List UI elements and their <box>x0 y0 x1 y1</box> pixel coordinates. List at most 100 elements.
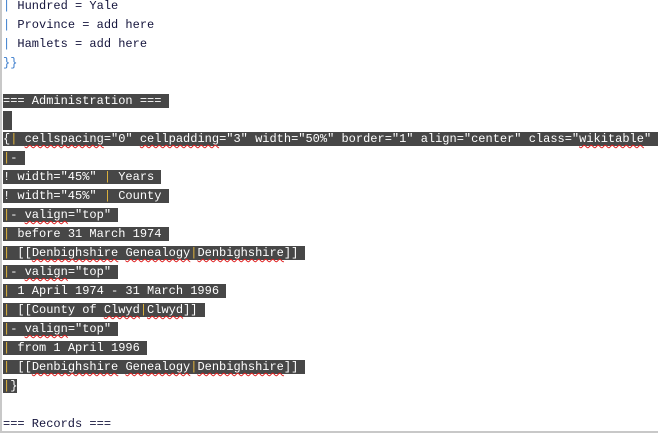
misspelled-word: Clwyd <box>147 303 184 317</box>
text-segment: ! width="45%" <box>3 170 104 184</box>
misspelled-word: valign <box>24 265 68 279</box>
selected-text-line[interactable]: === Administration === <box>3 92 658 111</box>
text-segment: ]] <box>283 246 306 260</box>
text-segment: Province = add here <box>10 18 155 32</box>
misspelled-word: Denbighshire <box>31 360 119 374</box>
selection-highlight <box>3 111 12 130</box>
selected-text-line[interactable]: | 1 April 1974 - 31 March 1996 <box>3 282 658 301</box>
text-segment: ="3" width="50%" border="1" align="cente… <box>219 132 580 146</box>
wiki-pipe-token: | <box>3 227 11 241</box>
text-line[interactable]: | Hundred = Yale <box>3 0 658 16</box>
text-segment: Hundred = Yale <box>10 0 119 13</box>
selected-text-line[interactable]: | [[Denbighshire Genealogy|Denbighshire]… <box>3 244 658 263</box>
text-line[interactable] <box>3 73 658 92</box>
text-segment: ]] <box>183 303 205 317</box>
text-segment: County <box>111 189 169 203</box>
text-segment: ="top" <box>67 265 119 279</box>
wiki-pipe-token: | <box>3 37 11 51</box>
wiki-pipe-token: | <box>190 246 198 260</box>
wiki-pipe-token: | <box>3 284 11 298</box>
selected-text-line[interactable]: |- valign="top" <box>3 263 658 282</box>
misspelled-word: cellpadding <box>139 132 220 146</box>
wiki-pipe-token: | <box>139 303 148 317</box>
misspelled-word: Clwyd <box>103 303 140 317</box>
selected-text-line[interactable]: |- valign="top" <box>3 206 658 225</box>
text-segment <box>17 132 24 146</box>
wiki-pipe-token: | <box>103 189 112 203</box>
text-line[interactable]: }} <box>3 54 658 73</box>
selection-highlight: |- valign="top" <box>3 322 119 336</box>
wiki-pipe-token: | <box>3 0 11 13</box>
selection-highlight: |} <box>3 379 18 393</box>
text-segment: - <box>10 322 25 336</box>
wiki-pipe-token: | <box>3 322 11 336</box>
text-segment: before 31 March 1974 <box>10 227 169 241</box>
text-segment: Hamlets = add here <box>10 37 148 51</box>
selected-text-line[interactable]: |- valign="top" <box>3 320 658 339</box>
text-line[interactable]: === Records === <box>3 415 658 431</box>
selection-highlight: {| cellspacing="0" cellpadding="3" width… <box>3 132 658 146</box>
line-content: | Hamlets = add here <box>3 37 147 51</box>
text-segment: from 1 April 1996 <box>10 341 148 355</box>
misspelled-word: Genealogy <box>125 360 191 374</box>
wiki-pipe-token: | <box>3 18 11 32</box>
misspelled-word: Genealogy <box>125 246 191 260</box>
text-segment: ="top" <box>67 322 119 336</box>
text-segment: Years <box>111 170 162 184</box>
text-segment: [[County of <box>10 303 104 317</box>
selection-highlight: ! width="45%" | County <box>3 189 169 203</box>
text-segment: " <box>643 132 658 146</box>
selection-highlight: | from 1 April 1996 <box>3 341 148 355</box>
text-segment: ]] <box>283 360 306 374</box>
text-segment: ="top" <box>67 208 119 222</box>
text-segment: - <box>10 208 25 222</box>
selection-highlight: |- <box>3 151 25 165</box>
selection-highlight: |- valign="top" <box>3 265 119 279</box>
selection-highlight: | 1 April 1974 - 31 March 1996 <box>3 284 227 298</box>
wiki-pipe-token: | <box>10 132 18 146</box>
selected-text-line[interactable]: ! width="45%" | County <box>3 187 658 206</box>
selected-text-line[interactable]: | [[County of Clwyd|Clwyd]] <box>3 301 658 320</box>
selected-text-line[interactable]: |- <box>3 149 658 168</box>
selection-highlight: | [[Denbighshire Genealogy|Denbighshire]… <box>3 246 306 260</box>
misspelled-word: Denbighshire <box>31 246 119 260</box>
text-line[interactable]: | Province = add here <box>3 16 658 35</box>
text-segment: 1 April 1974 - 31 March 1996 <box>10 284 227 298</box>
selection-highlight: | before 31 March 1974 <box>3 227 169 241</box>
text-segment: === Records === <box>3 417 112 431</box>
editor-lines: | Hundred = Yale| Province = add here| H… <box>3 0 658 431</box>
wiki-pipe-token: | <box>3 303 11 317</box>
text-segment: === Administration === <box>3 94 169 108</box>
line-content: }} <box>3 56 17 70</box>
wiki-pipe-token: }} <box>3 56 18 70</box>
text-segment: { <box>3 132 11 146</box>
wiki-pipe-token: | <box>3 360 11 374</box>
selected-text-line[interactable] <box>3 111 658 130</box>
wiki-pipe-token: | <box>103 170 112 184</box>
text-segment: [[ <box>10 360 32 374</box>
selection-highlight: ! width="45%" | Years <box>3 170 162 184</box>
text-segment: - <box>10 265 25 279</box>
wiki-pipe-token: | <box>3 246 11 260</box>
line-content: | Province = add here <box>3 18 154 32</box>
wiki-pipe-token: | <box>3 151 11 165</box>
wiki-pipe-token: | <box>3 341 11 355</box>
selected-text-line[interactable]: | [[Denbighshire Genealogy|Denbighshire]… <box>3 358 658 377</box>
misspelled-word: Denbighshire <box>197 360 284 374</box>
selected-text-line[interactable]: | from 1 April 1996 <box>3 339 658 358</box>
selection-highlight: | [[Denbighshire Genealogy|Denbighshire]… <box>3 360 306 374</box>
text-segment: ="0" <box>103 132 140 146</box>
text-segment: ! width="45%" <box>3 189 104 203</box>
text-line[interactable] <box>3 396 658 415</box>
misspelled-word: cellspacing <box>24 132 104 146</box>
misspelled-word: valign <box>24 208 68 222</box>
selected-text-line[interactable]: |} <box>3 377 658 396</box>
selected-text-line[interactable]: | before 31 March 1974 <box>3 225 658 244</box>
wiki-pipe-token: | <box>190 360 198 374</box>
line-content: === Records === <box>3 417 111 431</box>
selected-text-line[interactable]: {| cellspacing="0" cellpadding="3" width… <box>3 130 658 149</box>
wiki-pipe-token: | <box>3 379 11 393</box>
selected-text-line[interactable]: ! width="45%" | Years <box>3 168 658 187</box>
text-line[interactable]: | Hamlets = add here <box>3 35 658 54</box>
